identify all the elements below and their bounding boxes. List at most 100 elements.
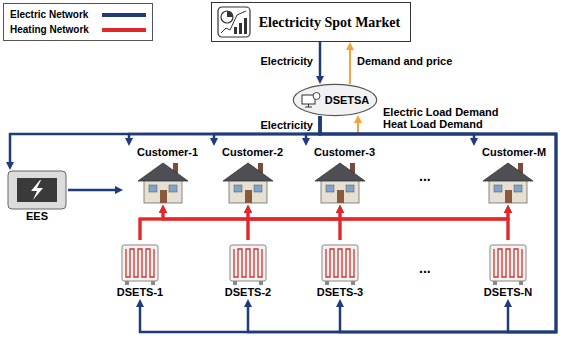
house-icon <box>135 159 191 205</box>
heat-unit: DSETS-N <box>476 240 540 299</box>
house-roof <box>315 163 365 181</box>
icon-pie <box>221 11 233 23</box>
heat-pipe <box>340 213 508 240</box>
house-roof <box>483 163 533 181</box>
radiator-coil <box>126 249 154 277</box>
house-door <box>505 190 512 203</box>
radiator-icon <box>228 240 268 286</box>
agent-ellipse: DSETSA <box>292 83 378 117</box>
monitor-base <box>305 107 312 108</box>
house-door <box>160 190 167 203</box>
legend-row: Heating Network <box>10 22 146 37</box>
storage-box: EES <box>6 170 68 223</box>
radiator-coil <box>494 249 522 277</box>
market-box: Electricity Spot Market <box>211 2 412 42</box>
radiator-foot <box>151 281 155 285</box>
heat-pipe <box>248 213 340 240</box>
demand-arrow-shaft <box>357 123 359 133</box>
house-window <box>254 185 262 192</box>
heat-pipe <box>140 213 248 240</box>
legend-line <box>102 13 146 17</box>
agent-icon <box>301 92 321 108</box>
demand-arrow <box>349 50 351 84</box>
radiator-foot <box>125 281 129 285</box>
icon-trend <box>221 11 246 33</box>
heat-pipe <box>248 213 340 240</box>
node-label: Customer-M <box>468 146 548 159</box>
legend-text: Electric Network <box>10 9 102 20</box>
icon-bar <box>234 27 237 34</box>
house-door <box>245 190 252 203</box>
edge-label: Demand and price <box>356 55 453 68</box>
legend-line <box>102 28 146 32</box>
legend-box: Electric NetworkHeating Network <box>3 3 153 41</box>
storage-screen <box>17 178 57 202</box>
flow-label: Electricity <box>259 119 314 132</box>
storage-icon <box>7 170 67 210</box>
heat-unit: DSETS-3 <box>308 240 372 299</box>
lightning-bolt <box>31 180 43 200</box>
radiator-frame <box>322 245 358 281</box>
node-label: DSETS-2 <box>225 286 271 299</box>
house-wall <box>489 179 527 203</box>
customer-house: Customer-M <box>468 146 548 205</box>
house-door <box>337 190 344 203</box>
heat-pipe <box>140 213 163 240</box>
customer-house: Customer-3 <box>300 146 380 205</box>
radiator-coil <box>326 249 354 277</box>
demand-arrow-head <box>354 115 362 123</box>
power-line <box>10 116 320 162</box>
customer-house: Customer-1 <box>123 146 203 205</box>
icon-bar <box>239 23 242 34</box>
node-label: Customer-2 <box>208 146 288 159</box>
house-wall <box>144 179 182 203</box>
radiator-foot <box>325 281 329 285</box>
market-icon <box>217 6 251 38</box>
house-roof <box>223 163 273 181</box>
node-label: Customer-3 <box>300 146 380 159</box>
power-line <box>319 42 322 76</box>
node-label: DSETS-1 <box>117 286 163 299</box>
house-window <box>514 185 522 192</box>
heat-pipe <box>163 213 248 240</box>
heat-pipe <box>507 213 510 240</box>
house-roof <box>138 163 188 181</box>
heat-pipe <box>163 213 340 240</box>
house-window <box>326 185 334 192</box>
house-icon <box>312 159 368 205</box>
speech-bubble <box>313 93 320 100</box>
heat-pipe <box>248 213 508 240</box>
radiator-icon <box>120 240 160 286</box>
ellipsis-mark: ... <box>418 170 432 183</box>
storage-frame <box>8 171 66 209</box>
node-label: DSETS-N <box>484 286 532 299</box>
legend-text: Heating Network <box>10 24 102 35</box>
heat-pipe <box>140 213 340 240</box>
icon-bar <box>244 18 247 34</box>
node-label: EES <box>26 210 48 223</box>
customer-house: Customer-2 <box>208 146 288 205</box>
heat-pipe <box>248 213 508 240</box>
power-line <box>140 116 556 332</box>
house-window <box>234 185 242 192</box>
node-label: DSETSA <box>325 94 370 107</box>
house-icon <box>220 159 276 205</box>
radiator-frame <box>122 245 158 281</box>
heat-pipe <box>340 213 508 240</box>
radiator-icon <box>320 240 360 286</box>
node-label: Electricity Spot Market <box>259 14 401 31</box>
radiator-foot <box>259 281 263 285</box>
icon-pie-slice <box>227 11 233 17</box>
radiator-foot <box>351 281 355 285</box>
flow-label: Heat Load Demand <box>382 118 484 131</box>
house-wall <box>321 179 359 203</box>
node-label: DSETS-3 <box>317 286 363 299</box>
icon-frame <box>218 7 250 37</box>
radiator-frame <box>490 245 526 281</box>
house-icon <box>480 159 536 205</box>
heat-unit: DSETS-2 <box>216 240 280 299</box>
power-line <box>248 116 556 332</box>
